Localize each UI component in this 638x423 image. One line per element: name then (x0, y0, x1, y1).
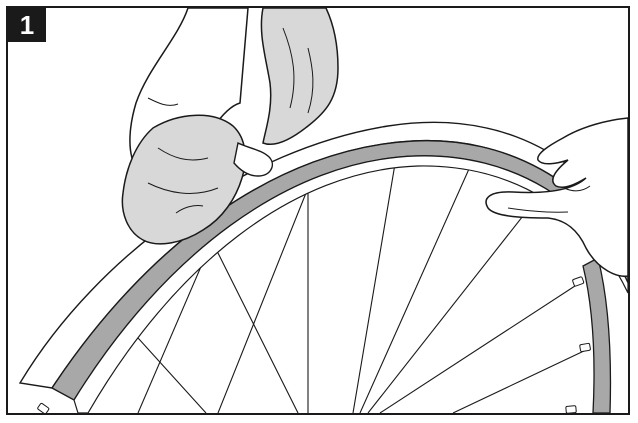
step-number-badge: 1 (8, 8, 46, 42)
spoke (380, 284, 578, 413)
spoke (360, 160, 473, 413)
nipple (572, 276, 584, 286)
rim-right-side (583, 258, 611, 413)
instruction-panel: 1 (6, 6, 630, 415)
spoke (368, 193, 541, 413)
spoke (453, 350, 586, 413)
spoke (212, 241, 298, 413)
spoke (353, 158, 396, 413)
nipple (580, 343, 591, 352)
step-number: 1 (20, 10, 34, 40)
wheel-cleaning-illustration (8, 8, 628, 413)
cloth-top (261, 8, 338, 144)
nipple (37, 403, 49, 413)
nipple (566, 406, 577, 413)
